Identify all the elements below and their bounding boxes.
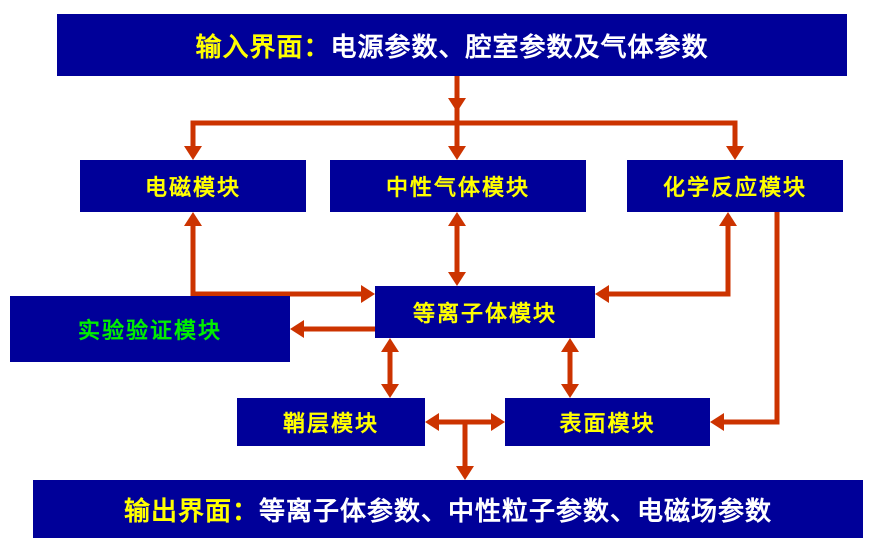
input-interface-content: 电源参数、腔室参数及气体参数: [330, 31, 709, 62]
output-interface-box: 输出界面： 等离子体参数、中性粒子参数、电磁场参数: [33, 480, 863, 538]
sheath-module-box: 鞘层模块: [237, 398, 425, 446]
arrow-to-output: [456, 419, 474, 480]
arrow-chemical-to-surface: [710, 209, 780, 431]
arrow-neutralgas-plasma: [448, 212, 466, 286]
surface-module-label: 表面模块: [559, 411, 656, 436]
surface-module-box: 表面模块: [505, 398, 710, 446]
arrow-input-to-modules: [184, 73, 744, 160]
chemical-reaction-module-box: 化学反应模块: [627, 160, 843, 212]
experimental-validation-module-label: 实验验证模块: [77, 318, 222, 343]
output-interface-content: 等离子体参数、中性粒子参数、电磁场参数: [259, 495, 773, 526]
chemical-reaction-module-label: 化学反应模块: [662, 175, 807, 200]
plasma-module-box: 等离子体模块: [375, 286, 595, 338]
arrow-plasma-surface: [561, 338, 579, 398]
arrow-plasma-sheath: [381, 338, 399, 398]
electromagnetic-module-box: 电磁模块: [80, 160, 306, 212]
arrow-electromagnetic-plasma: [184, 212, 375, 303]
arrow-chemical-plasma: [595, 212, 737, 303]
arrow-plasma-to-experiment: [290, 320, 378, 338]
electromagnetic-module-label: 电磁模块: [144, 175, 241, 200]
neutral-gas-module-box: 中性气体模块: [330, 160, 586, 212]
neutral-gas-module-label: 中性气体模块: [385, 175, 530, 200]
output-interface-title: 输出界面：: [123, 495, 259, 526]
sheath-module-label: 鞘层模块: [282, 411, 379, 436]
input-interface-box: 输入界面： 电源参数、腔室参数及气体参数: [57, 14, 847, 76]
plasma-module-label: 等离子体模块: [412, 301, 557, 326]
input-interface-title: 输入界面：: [195, 31, 331, 62]
experimental-validation-module-box: 实验验证模块: [10, 296, 290, 362]
